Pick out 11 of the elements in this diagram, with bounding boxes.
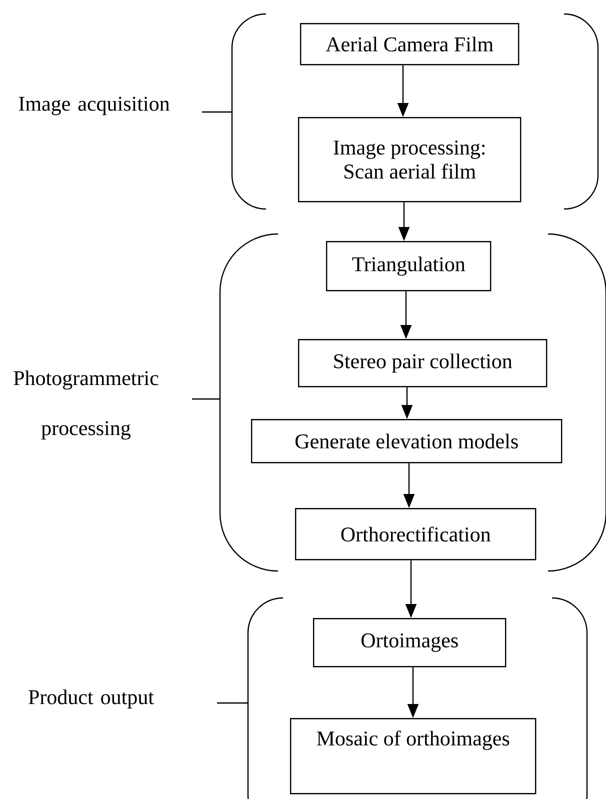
process-box: Generate elevation models xyxy=(251,419,562,464)
group-label: Product output xyxy=(28,689,154,709)
process-box: Mosaic of orthoimages xyxy=(290,718,536,794)
process-box: Ortoimages xyxy=(313,618,506,668)
process-box: Image processing: Scan aerial film xyxy=(298,117,522,202)
process-box: Stereo pair collection xyxy=(298,339,548,388)
group-label: Image acquisition xyxy=(18,96,170,116)
group-label: Photogrammetric processing xyxy=(14,370,158,440)
process-box: Aerial Camera Film xyxy=(300,23,520,66)
process-box: Triangulation xyxy=(326,241,492,292)
process-box: Orthorectification xyxy=(295,508,536,560)
